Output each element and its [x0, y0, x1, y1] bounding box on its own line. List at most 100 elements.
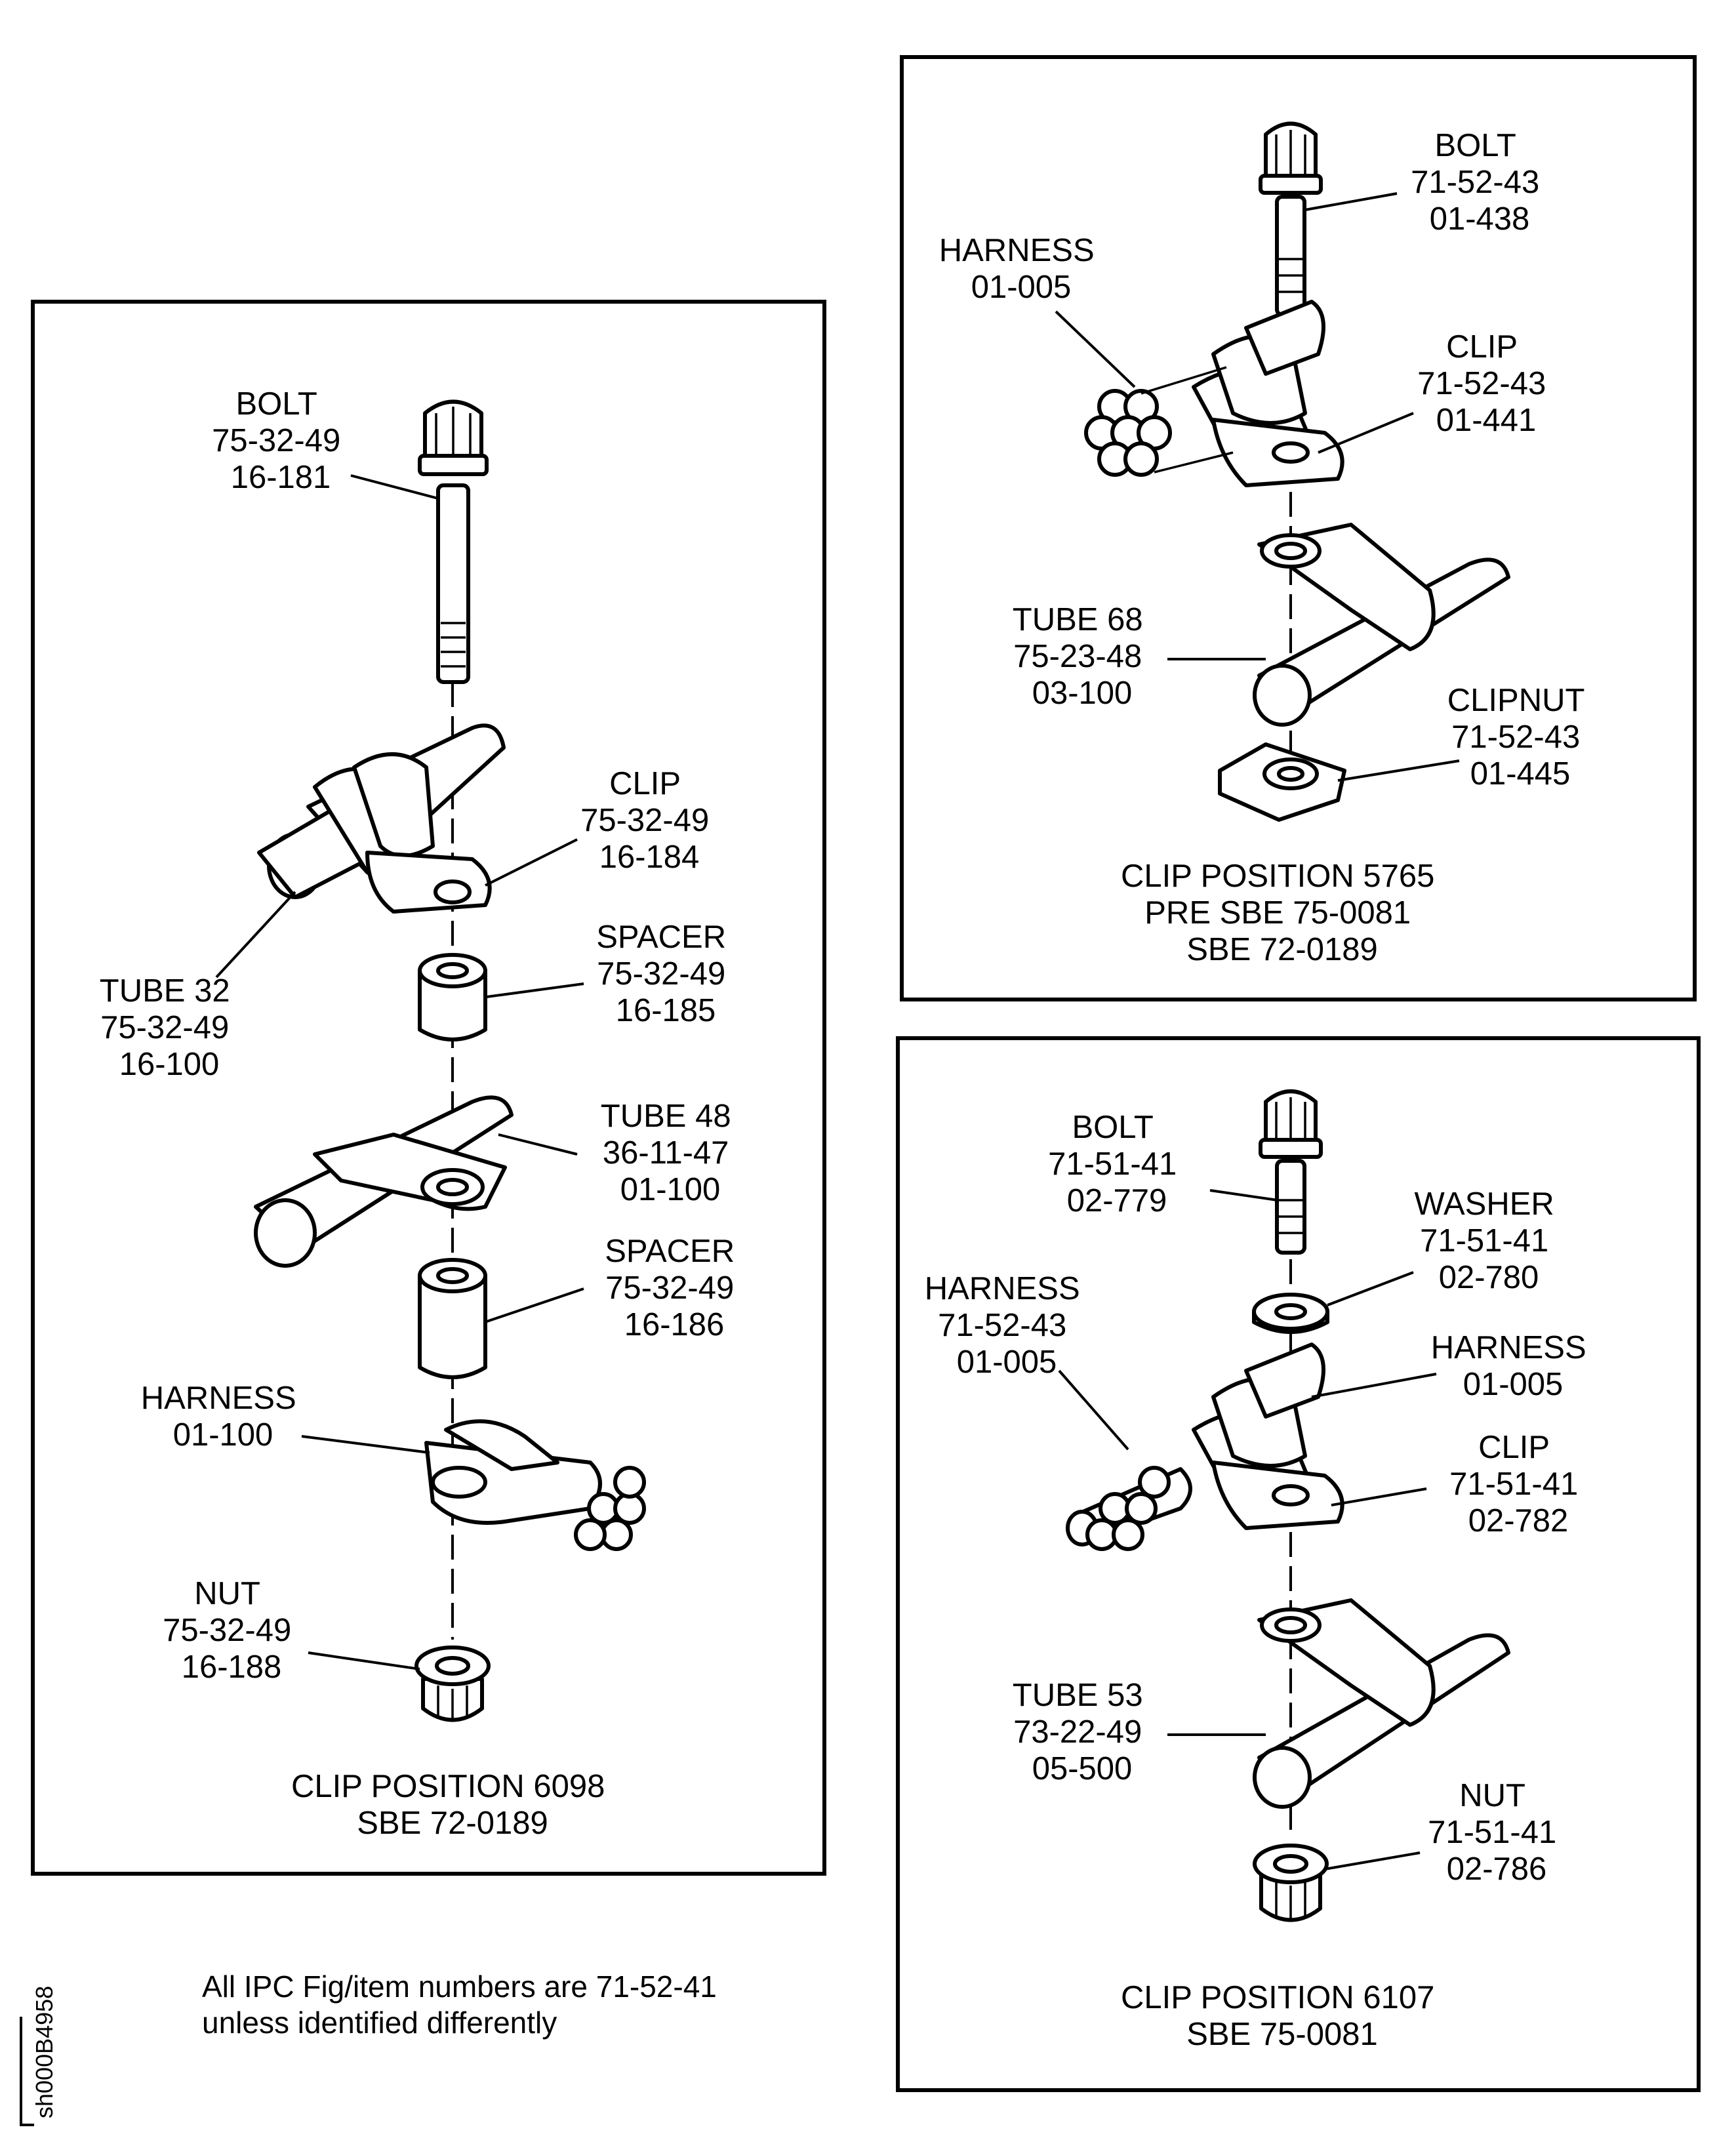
left-clip-label: CLIP [609, 766, 680, 801]
top-right-clipnut-item: 01-445 [1470, 756, 1571, 792]
bottom-right-harness-right-label: HARNESS [1431, 1330, 1586, 1365]
top-right-clipnut-label: CLIPNUT [1447, 683, 1585, 718]
left-nut-ipc: 75-32-49 [163, 1613, 291, 1648]
bottom-right-clip-harness-drawing [1066, 1343, 1344, 1551]
svg-text:NUT 71-51-41 02-78: NUT 71-51-41 02-786 [1428, 1778, 1565, 1887]
left-bolt-item: 16-181 [231, 460, 331, 495]
top-right-bolt-ipc: 71-52-43 [1411, 165, 1539, 200]
svg-text:SPACER 75-32-49 16: SPACER 75-32-49 16-186 [605, 1234, 744, 1343]
top-right-tube68-drawing [1253, 523, 1510, 727]
svg-text:CLIP POSITION 6107 SBE 7: CLIP POSITION 6107 SBE 75-0081 [1121, 1980, 1443, 2052]
left-nut-item: 16-188 [182, 1649, 282, 1685]
left-bolt-drawing [418, 399, 489, 684]
left-panel-title-line-2: SBE 72-0189 [357, 1806, 548, 1841]
svg-text:CLIPNUT 71-52-43 0: CLIPNUT 71-52-43 01-445 [1447, 683, 1593, 792]
svg-text:CLIP 71-52-43 01-4: CLIP 71-52-43 01-441 [1417, 329, 1555, 438]
left-tube32-ipc: 75-32-49 [100, 1010, 229, 1045]
svg-text:CLIP 75-32-49 16-1: CLIP 75-32-49 16-184 [580, 766, 718, 875]
drawing-code: sh000B4958 [31, 1986, 58, 2118]
svg-text:WASHER 71-51-41 02: WASHER 71-51-41 02-780 [1415, 1186, 1564, 1295]
bottom-right-panel-title-line-1: CLIP POSITION 6107 [1121, 1980, 1434, 2015]
left-tube48-drawing [254, 1095, 514, 1268]
top-right-clip-ipc: 71-52-43 [1417, 366, 1546, 401]
bottom-right-bolt-ipc: 71-51-41 [1048, 1146, 1177, 1182]
bottom-right-washer-drawing [1252, 1293, 1329, 1334]
left-tube48-item: 01-100 [620, 1172, 721, 1207]
left-nut-drawing [414, 1645, 491, 1722]
ipc-note-line-2: unless identified differently [202, 2006, 557, 2040]
left-harness-drawing [424, 1419, 646, 1551]
bottom-right-harness-right-item: 01-005 [1463, 1367, 1564, 1402]
bottom-right-harness-left-item: 01-005 [957, 1344, 1057, 1380]
bottom-right-nut-ipc: 71-51-41 [1428, 1815, 1556, 1850]
top-right-clip-item: 01-441 [1436, 403, 1537, 438]
bottom-right-nut-item: 02-786 [1447, 1851, 1547, 1887]
bottom-right-harness-left-ipc: 71-52-43 [938, 1308, 1066, 1343]
svg-text:All IPC Fig/item numbers are 7: All IPC Fig/item numbers are 71-52-41 un… [202, 1969, 725, 2040]
left-harness-label: HARNESS [141, 1381, 296, 1416]
svg-text:CLIP POSITION 6098 SBE 7: CLIP POSITION 6098 SBE 72-0189 [291, 1769, 614, 1841]
bottom-right-washer-ipc: 71-51-41 [1420, 1223, 1548, 1259]
left-clip-item: 16-184 [599, 839, 700, 875]
svg-text:HARNESS 71-52-43 0: HARNESS 71-52-43 01-005 [925, 1271, 1089, 1380]
svg-text:BOLT 75-32-49 16-1: BOLT 75-32-49 16-181 [212, 386, 350, 495]
left-harness-item: 01-100 [173, 1417, 273, 1453]
left-tube32-item: 16-100 [119, 1047, 220, 1082]
ipc-note-line-1: All IPC Fig/item numbers are 71-52-41 [202, 1969, 717, 2004]
left-spacer-1-drawing [418, 953, 487, 1041]
svg-text:SPACER 75-32-49 16: SPACER 75-32-49 16-185 [596, 919, 735, 1028]
bottom-right-tube53-drawing [1253, 1598, 1510, 1809]
left-spacer-2-drawing [418, 1258, 487, 1379]
top-right-bolt-drawing [1259, 121, 1323, 317]
svg-text:CLIP 71-51-41 02-7: CLIP 71-51-41 02-782 [1449, 1430, 1587, 1539]
bottom-right-nut-drawing [1253, 1844, 1329, 1922]
left-tube48-label: TUBE 48 [601, 1099, 731, 1134]
left-spacer2-ipc: 75-32-49 [605, 1270, 734, 1306]
svg-text:HARNESS 01-100: HARNESS 01-100 [141, 1381, 306, 1453]
drawing-code-block: sh000B4958 [20, 1986, 58, 2126]
top-right-tube68-item: 03-100 [1032, 676, 1133, 711]
top-right-panel: BOLT 71-52-43 01-438 HARNESS 01-005 CLIP… [939, 121, 1593, 967]
top-right-clip-harness-drawing [1084, 300, 1344, 487]
bottom-right-clip-ipc: 71-51-41 [1449, 1466, 1578, 1502]
top-right-bolt-label: BOLT [1434, 128, 1515, 163]
bottom-right-nut-label: NUT [1459, 1778, 1525, 1813]
bottom-right-clip-label: CLIP [1478, 1430, 1549, 1465]
top-right-clipnut-ipc: 71-52-43 [1451, 719, 1580, 755]
top-right-panel-title-line-1: CLIP POSITION 5765 [1121, 858, 1434, 894]
bottom-right-bolt-item: 02-779 [1067, 1183, 1167, 1219]
left-clip-ipc: 75-32-49 [580, 803, 709, 838]
top-right-tube68-label: TUBE 68 [1013, 602, 1143, 637]
svg-text:TUBE 68 75-23-48 0: TUBE 68 75-23-48 03-100 [1013, 602, 1152, 711]
top-right-panel-title-line-3: SBE 72-0189 [1186, 932, 1378, 967]
top-right-clip-label: CLIP [1446, 329, 1517, 365]
svg-text:BOLT 71-52-43 01-4: BOLT 71-52-43 01-438 [1411, 128, 1548, 237]
left-spacer1-ipc: 75-32-49 [597, 956, 725, 992]
bottom-right-tube53-label: TUBE 53 [1013, 1678, 1143, 1713]
bottom-right-tube53-item: 05-500 [1032, 1751, 1133, 1787]
left-clip-drawing [257, 723, 506, 914]
left-panel-frame [31, 300, 826, 1876]
left-panel-title-line-1: CLIP POSITION 6098 [291, 1769, 605, 1804]
left-bolt-label: BOLT [235, 386, 316, 422]
svg-text:HARNESS 01-005: HARNESS 01-005 [1431, 1330, 1596, 1402]
bottom-right-panel-frame [896, 1036, 1701, 2092]
top-right-harness-item: 01-005 [971, 270, 1072, 305]
left-bolt-ipc: 75-32-49 [212, 423, 340, 458]
left-nut-label: NUT [194, 1576, 260, 1611]
bottom-right-panel: BOLT 71-51-41 02-779 WASHER 71-51-41 02-… [925, 1089, 1596, 2052]
bottom-right-bolt-label: BOLT [1072, 1110, 1152, 1145]
svg-text:TUBE 32 75-32-49 1: TUBE 32 75-32-49 16-100 [100, 973, 239, 1082]
bottom-right-clip-item: 02-782 [1468, 1503, 1569, 1539]
bottom-right-panel-title-line-2: SBE 75-0081 [1186, 2017, 1378, 2052]
top-right-panel-title-line-2: PRE SBE 75-0081 [1144, 895, 1411, 931]
bottom-right-tube53-ipc: 73-22-49 [1013, 1714, 1142, 1750]
left-panel: BOLT 75-32-49 16-181 CLIP 75-32-49 16-18… [100, 386, 744, 1841]
top-right-harness-label: HARNESS [939, 233, 1095, 268]
svg-text:NUT 75-32-49 16-18: NUT 75-32-49 16-188 [163, 1576, 300, 1685]
svg-text:TUBE 53 73-22-49 0: TUBE 53 73-22-49 05-500 [1013, 1678, 1152, 1787]
svg-text:CLIP POSITION 5765 PRE S: CLIP POSITION 5765 PRE SBE 75-0081 SBE 7… [1121, 858, 1443, 967]
svg-text:TUBE 48 36-11-47 0: TUBE 48 36-11-47 01-100 [601, 1099, 740, 1207]
top-right-clipnut-drawing [1218, 742, 1346, 822]
